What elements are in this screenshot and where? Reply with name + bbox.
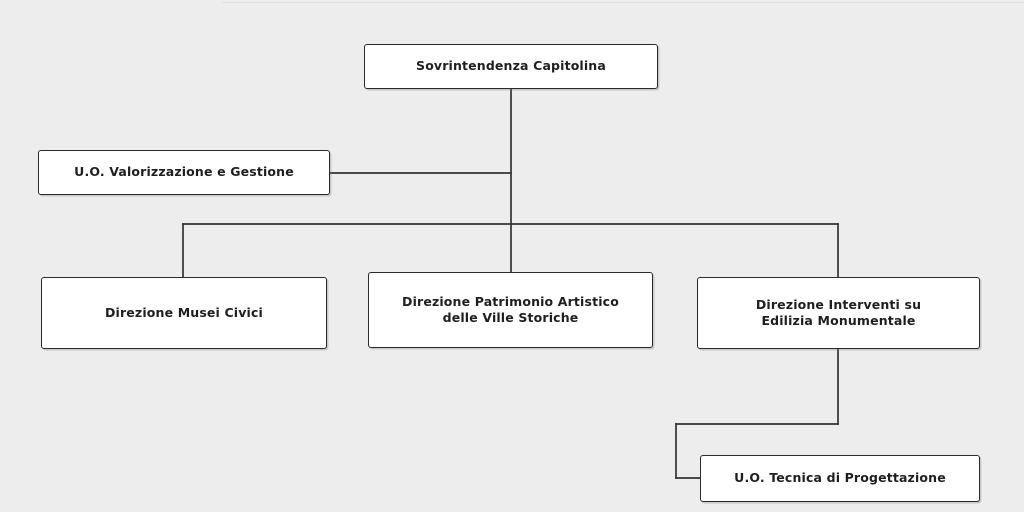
top-divider-rule — [222, 2, 1024, 3]
node-uo-valorizzazione-e-gestione[interactable]: U.O. Valorizzazione e Gestione — [38, 150, 330, 195]
node-label-uo-tecnica-di-progettazione: U.O. Tecnica di Progettazione — [734, 470, 946, 486]
node-label-direzione-patrimonio-artistico-ville-storiche: Direzione Patrimonio Artistico delle Vil… — [402, 293, 619, 326]
node-direzione-interventi-edilizia-monumentale[interactable]: Direzione Interventi su Edilizia Monumen… — [697, 277, 980, 349]
node-label-sovrintendenza-capitolina: Sovrintendenza Capitolina — [416, 58, 606, 74]
node-label-uo-valorizzazione-e-gestione: U.O. Valorizzazione e Gestione — [74, 164, 294, 180]
node-label-direzione-interventi-edilizia-monumentale: Direzione Interventi su Edilizia Monumen… — [755, 296, 922, 329]
node-direzione-musei-civici[interactable]: Direzione Musei Civici — [41, 277, 327, 349]
node-label-direzione-musei-civici: Direzione Musei Civici — [105, 304, 263, 320]
node-sovrintendenza-capitolina[interactable]: Sovrintendenza Capitolina — [364, 44, 658, 89]
node-direzione-patrimonio-artistico-ville-storiche[interactable]: Direzione Patrimonio Artistico delle Vil… — [368, 272, 653, 348]
node-uo-tecnica-di-progettazione[interactable]: U.O. Tecnica di Progettazione — [700, 455, 980, 502]
